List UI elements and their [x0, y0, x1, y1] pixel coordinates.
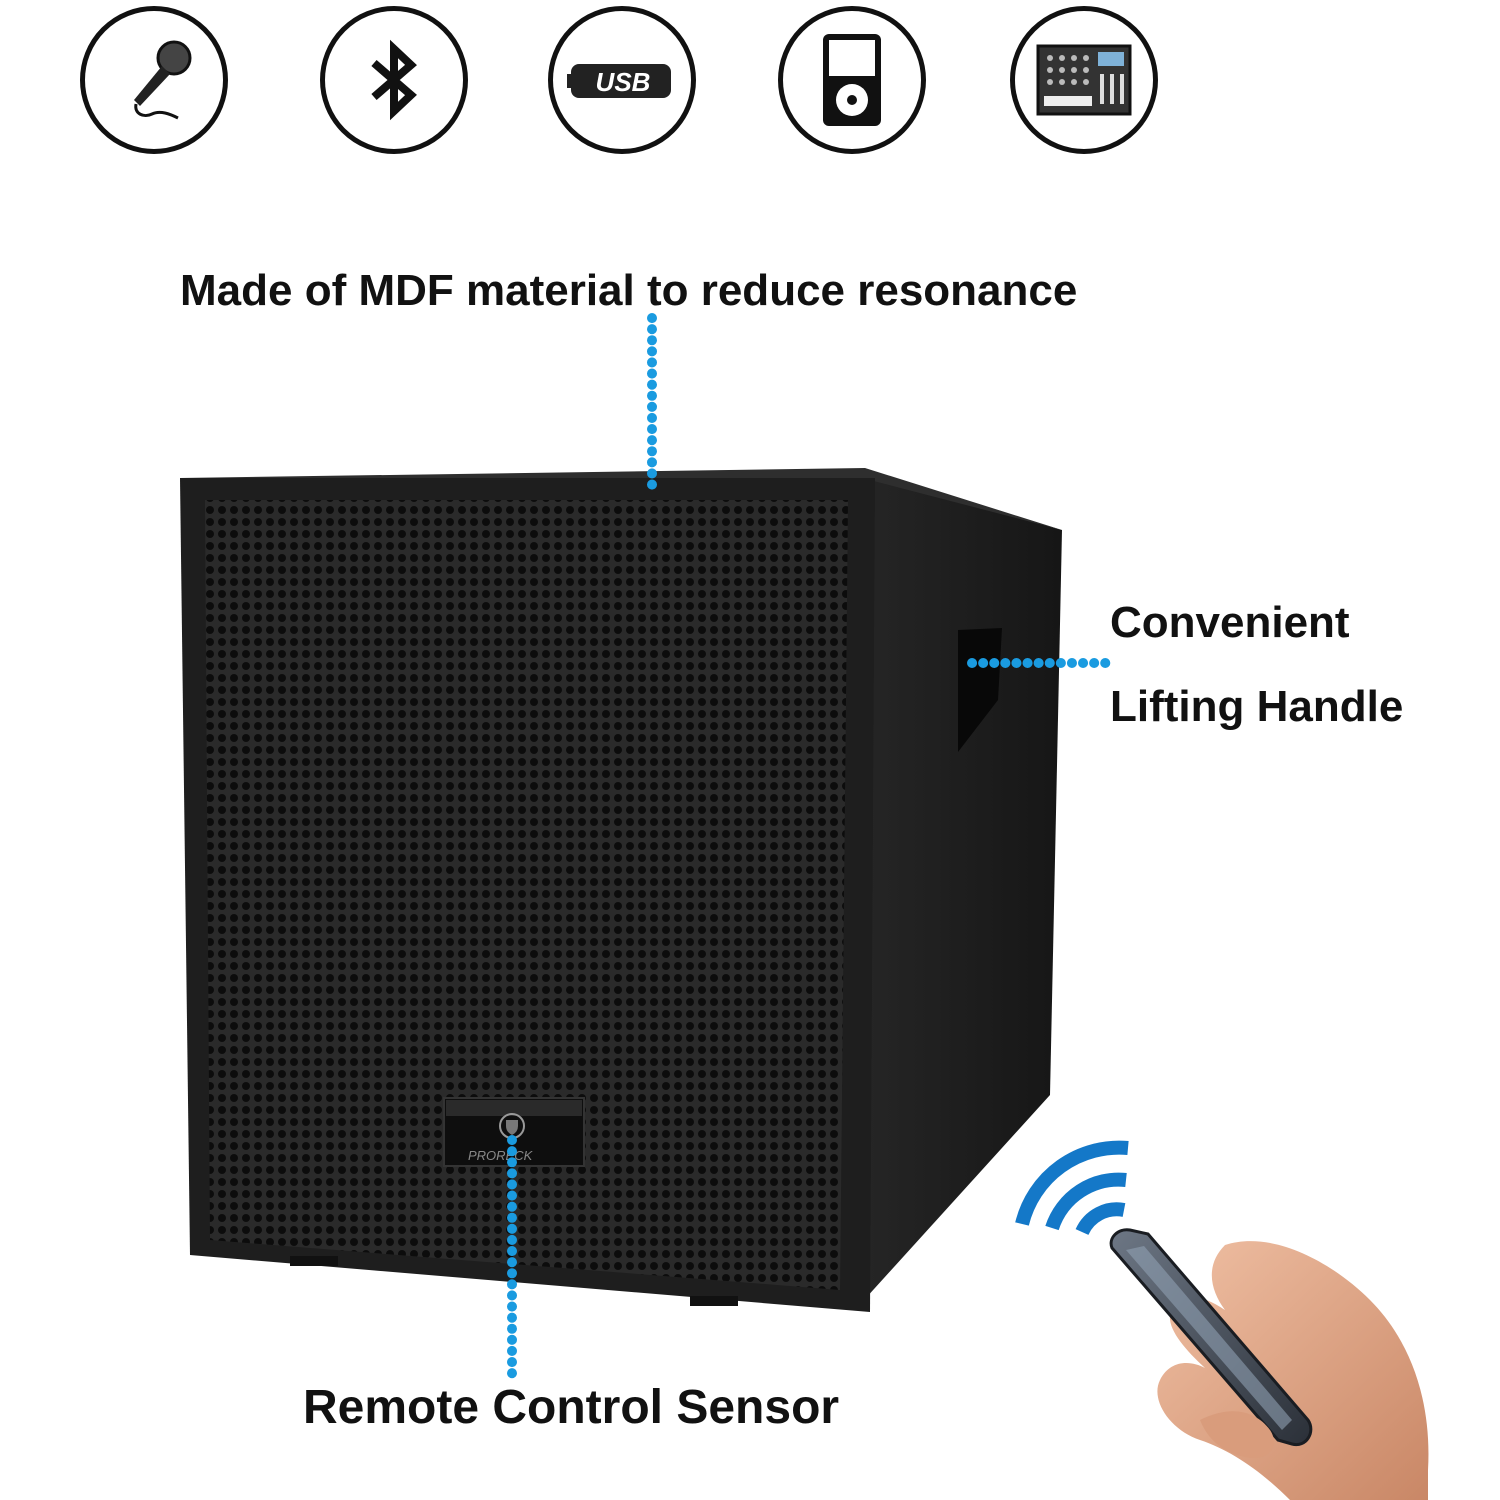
usb-icon: USB: [548, 6, 696, 154]
smartphone: [1109, 1228, 1313, 1447]
phone-screen: [1126, 1246, 1292, 1430]
hand-with-phone: [1109, 1228, 1429, 1500]
callout-remote-sensor: Remote Control Sensor: [303, 1381, 840, 1434]
speaker-foot: [290, 1256, 338, 1266]
callout-mdf-material: Made of MDF material to reduce resonance: [180, 266, 1078, 315]
speaker-foot: [690, 1296, 738, 1306]
callout-handle-line2: Lifting Handle: [1110, 682, 1404, 731]
callout-handle-line1: Convenient: [1110, 598, 1350, 647]
wireless-signal-icon: [1015, 1140, 1129, 1236]
mixer-icon: [1010, 6, 1158, 154]
brand-badge-text: PRORECK: [468, 1148, 534, 1163]
microphone-icon: [80, 6, 228, 154]
usb-icon-label: USB: [596, 67, 651, 97]
speaker-cabinet: PRORECK: [180, 468, 1062, 1312]
ipod-icon: [778, 6, 926, 154]
hand: [1157, 1241, 1429, 1500]
remote-sensor-badge: PRORECK: [443, 1097, 585, 1167]
bluetooth-icon: [320, 6, 468, 154]
speaker-side-panel: [855, 475, 1062, 1310]
speaker-grill: [205, 500, 848, 1290]
callout-lines: [507, 313, 1115, 1385]
thumb: [1200, 1411, 1274, 1459]
